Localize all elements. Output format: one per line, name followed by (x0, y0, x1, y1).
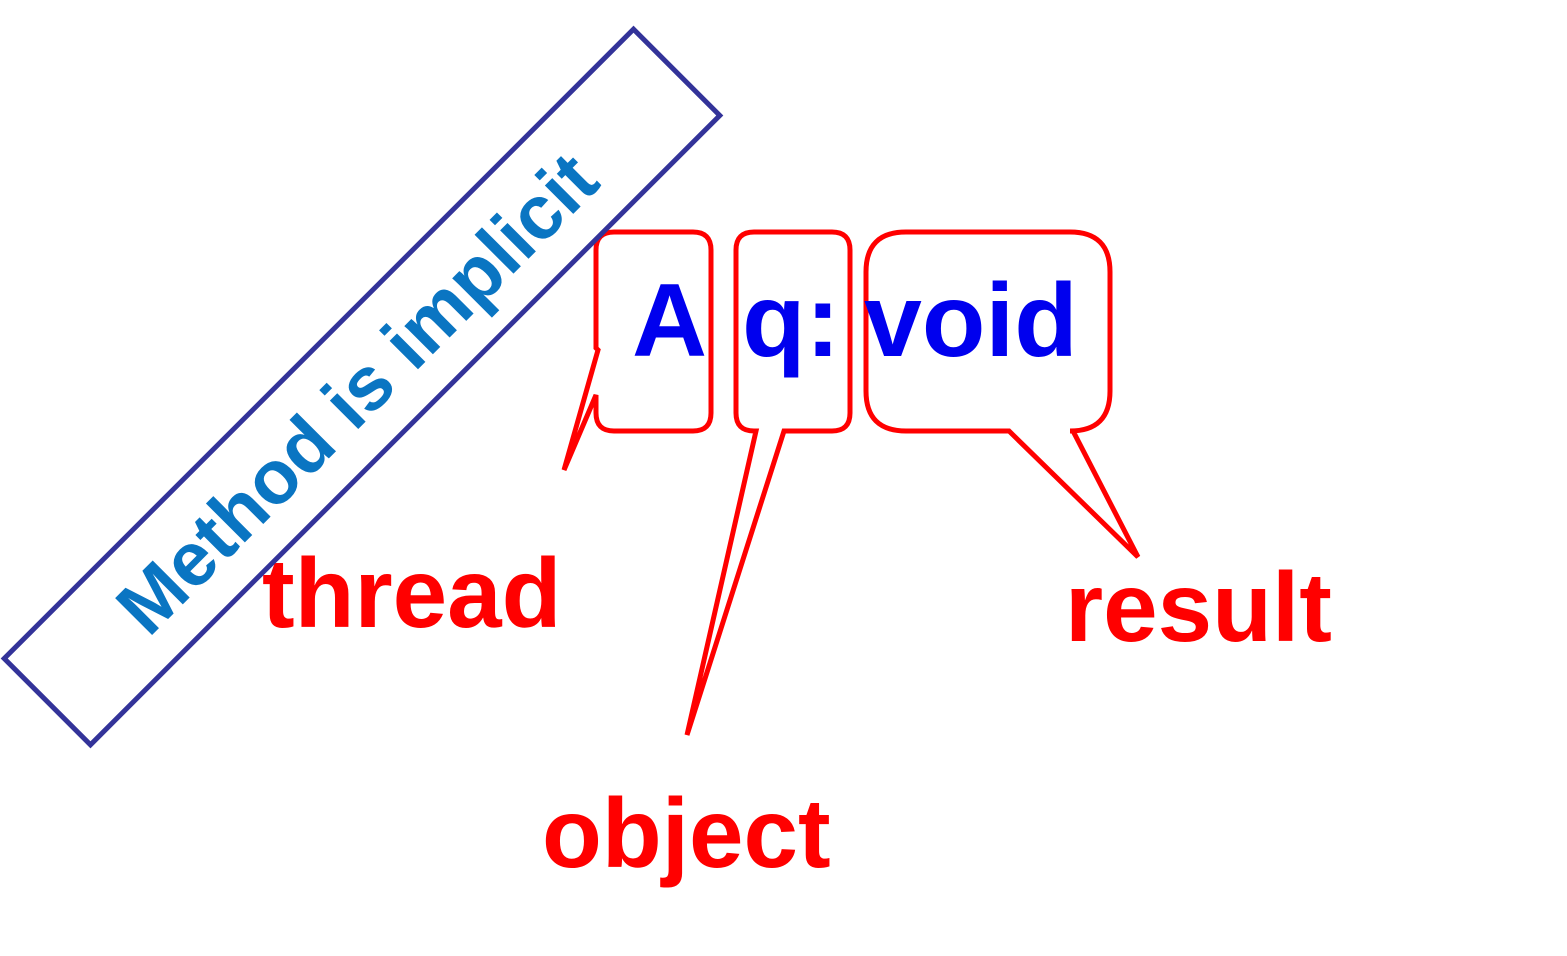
expression-result: void (864, 263, 1078, 379)
object-label: object (542, 778, 831, 888)
result-label: result (1065, 552, 1332, 662)
thread-label: thread (262, 538, 562, 648)
expression-thread: A (632, 263, 707, 379)
expression-object: q: (742, 263, 840, 379)
banner-box (0, 25, 724, 749)
object-callout (684, 229, 853, 736)
thread-callout (561, 229, 714, 471)
result-callout (863, 229, 1141, 559)
